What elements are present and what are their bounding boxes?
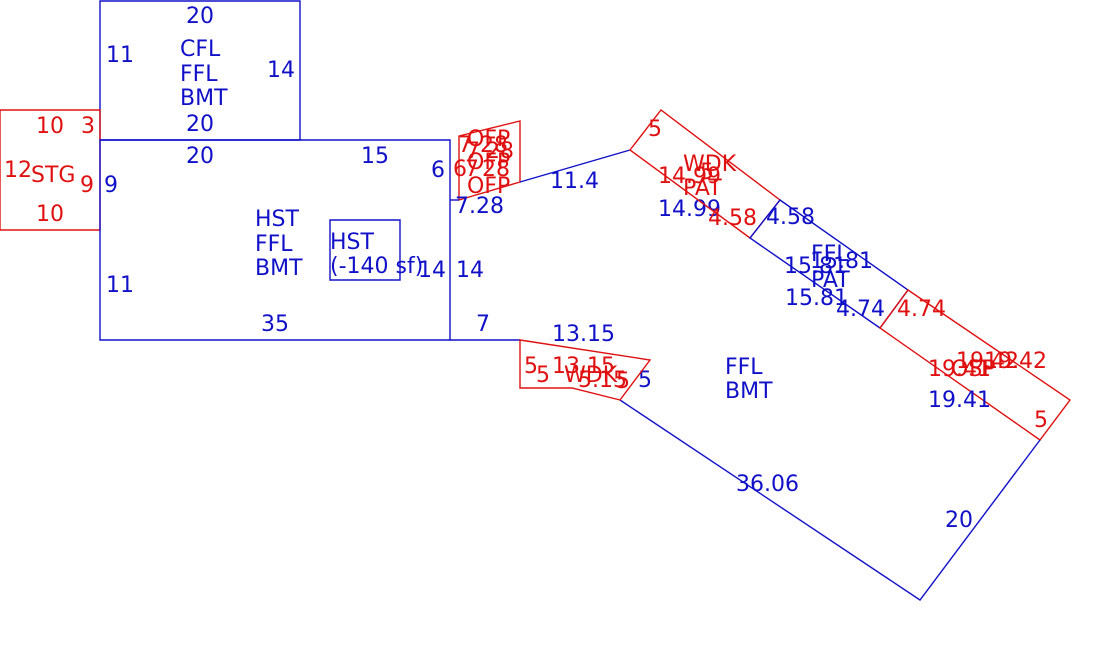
lower-deck-outline [519,339,652,401]
area-floor-patio-band: 4.58 15.81 15.81 15.81 4.74 FFL PAT [748,199,909,329]
area-code-label: FFL [725,355,763,380]
dim-label: 4.58 [708,206,757,231]
dim-label: 9 [104,173,118,198]
dim-label: 5 [638,368,652,393]
area-center-house: 20 15 6 9 11 35 14 14 7 HST FFL BMT [99,139,490,341]
dim-label: 15.81 [810,249,873,274]
area-code-label: HST [255,207,300,232]
dim-label: 19.41 [928,388,991,413]
dim-label: 14.99 [658,164,721,189]
area-code-label: PAT [683,176,722,201]
area-code-label: (-140 sf) [330,254,423,279]
dim-label: 5.15 [578,368,627,393]
dim-label: 20 [186,144,214,169]
dim-label: 14 [418,258,446,283]
area-storage: 10 3 12 9 10 STG [0,109,101,231]
connector-outline [519,149,631,183]
area-code-label: FFL [180,62,218,87]
dim-label: 4.58 [766,205,815,230]
dim-label: 28 [486,139,514,164]
hst-deduction-outline [329,219,401,281]
dim-label: 20 [945,508,973,533]
dim-label: 5 [1034,408,1048,433]
dim-label: 6 [453,157,467,182]
main-wing-outline [619,399,1041,601]
dim-label: 11 [106,273,134,298]
dim-label: 15.81 [784,254,847,279]
area-code-label: HST [330,230,375,255]
dim-label: 35 [261,312,289,337]
dim-label: 19.42 [956,349,1019,374]
dim-label: 4.74 [897,297,946,322]
area-main-wing: 13.15 5 36.06 20 19.41 FFL BMT [450,322,1041,601]
dim-label: 28 [480,133,508,158]
dim-label: 14 [267,58,295,83]
dim-label: 10 [36,114,64,139]
dim-label: 15 [361,144,389,169]
dim-label: 11 [106,43,134,68]
dim-label: 10 [36,202,64,227]
area-code-label: BMT [255,256,303,281]
area-hst-deduction: HST (-140 sf) [329,219,423,281]
dim-label: 36.06 [736,472,799,497]
dim-label: 6 [431,158,445,183]
area-code-label: OFP [467,150,510,175]
area-code-label: WDK [683,152,737,177]
dim-label: 14 [456,258,484,283]
dim-label: 19.42 [984,349,1047,374]
area-code-label: OSP [951,357,996,382]
dim-label: 5 [648,117,662,142]
dim-label: 11.4 [550,169,599,194]
area-code-label: FFL [811,242,849,267]
dim-label: 20 [186,4,214,29]
dim-label: 5 [616,369,630,394]
dim-label: 9 [80,173,94,198]
area-code-label: FFL [255,232,293,257]
area-right-porch: 4.74 19.42 19.41 19.42 5 OSP [879,289,1072,441]
area-open-porch-stack: 7 28 6 7 28 7 28 OFP OFP OFP [453,120,521,201]
area-code-label: STG [31,163,75,188]
dim-label: 13.15 [552,354,615,379]
dim-label: 15.81 [785,286,848,311]
area-code-label: OFP [467,174,510,199]
dim-label: 7 [476,312,490,337]
area-lower-wood-deck: 5 13.15 5 5.15 5 WDK [519,339,652,401]
area-code-label: OFP [467,127,510,152]
dim-label: 5 [524,354,538,379]
dim-label: 5 [700,160,714,185]
area-code-label: CFL [180,37,221,62]
area-wood-deck-patio-top: 5 14.99 5 4.58 WDK PAT [629,109,781,239]
area-code-label: PAT [811,268,850,293]
dim-label: 7 [466,139,480,164]
dim-label: 12 [4,158,32,183]
dim-label: 13.15 [552,322,615,347]
dim-label: 7.28 [455,194,504,219]
area-upper-addition: 20 11 14 20 CFL FFL BMT [99,0,301,141]
area-code-label: BMT [725,379,773,404]
dim-label: 7 [458,133,472,158]
area-code-label: WDK [564,363,618,388]
dim-label: 5 [536,363,550,388]
dim-label: 28 [482,157,510,182]
dim-label: 7 [465,157,479,182]
dim-label: 20 [186,112,214,137]
dim-label: 19.41 [928,357,991,382]
area-code-label: BMT [180,86,228,111]
dim-label: 3 [81,114,95,139]
dim-label: 4.74 [836,297,885,322]
